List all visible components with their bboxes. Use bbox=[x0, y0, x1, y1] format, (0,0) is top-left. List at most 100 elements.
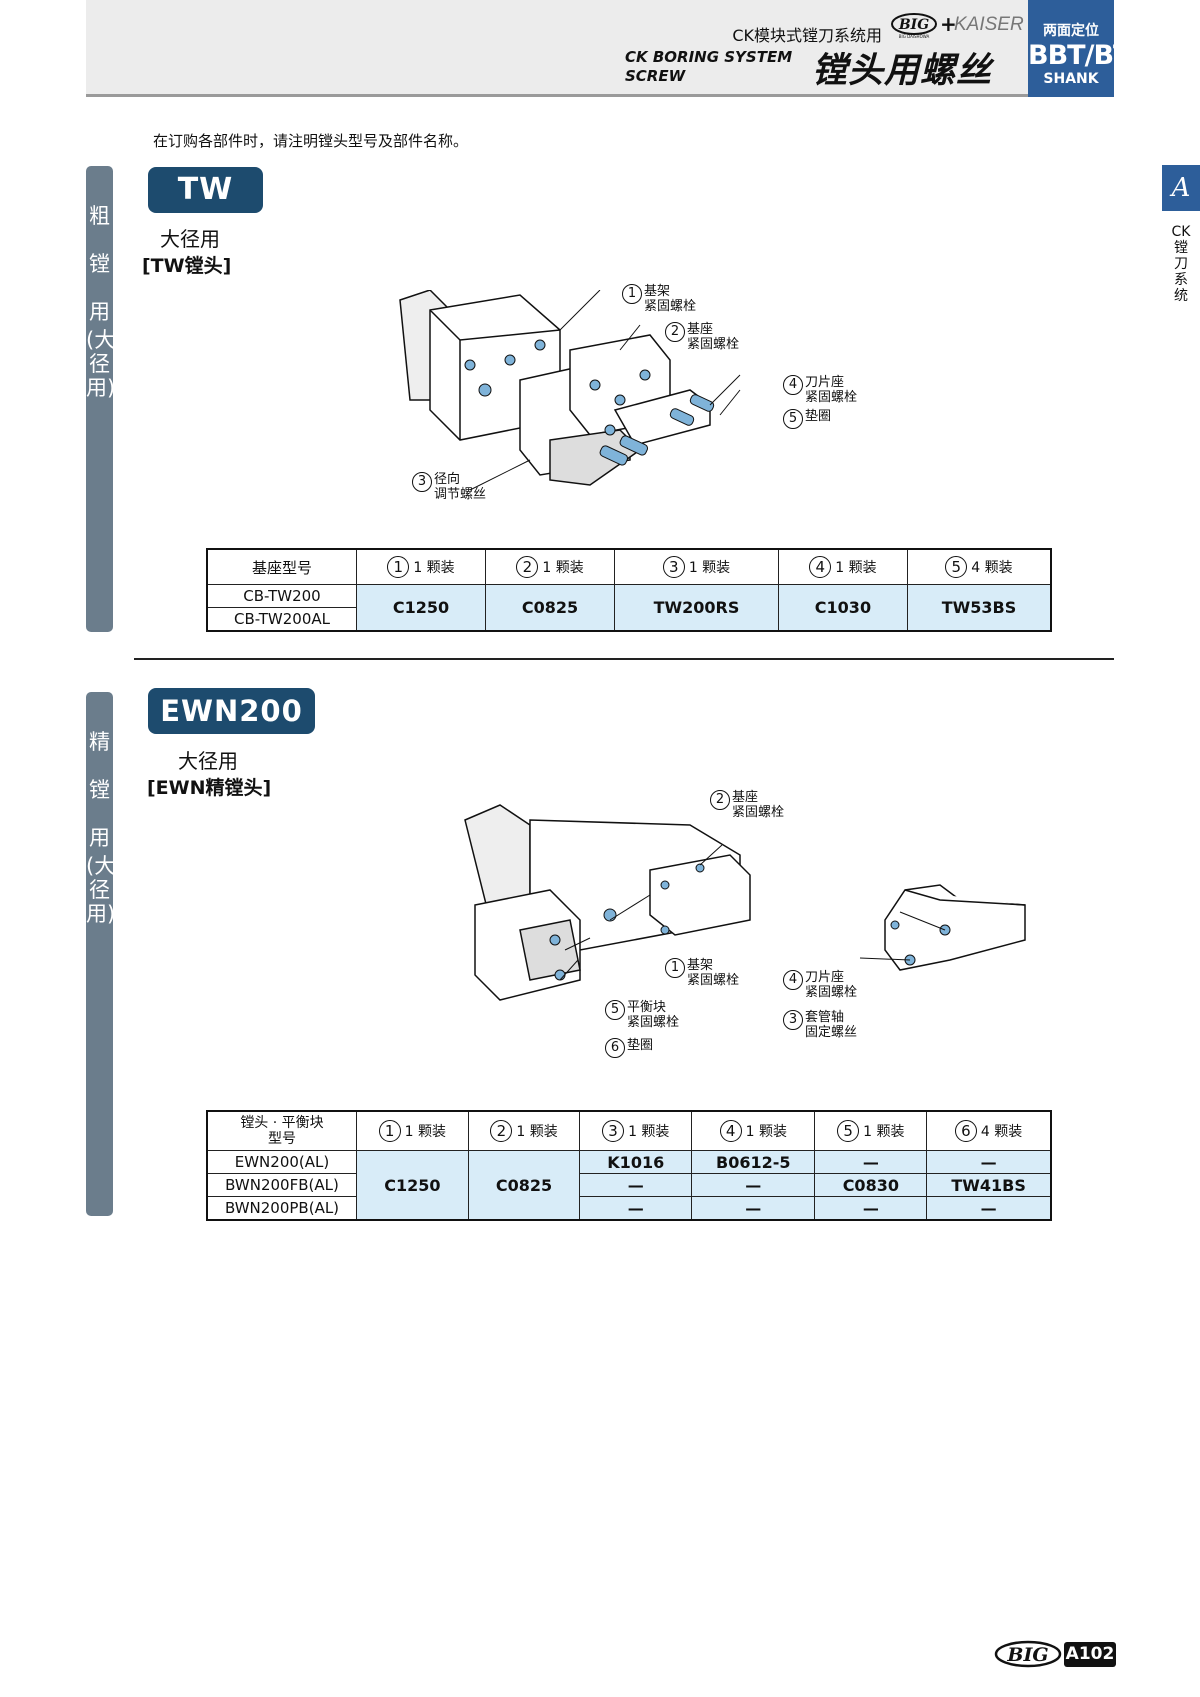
callout-text: 调节螺丝 bbox=[434, 487, 487, 502]
part-qty: 1 颗装 bbox=[516, 1124, 558, 1140]
vlabel-char: (大 bbox=[86, 328, 116, 352]
part-qty: 1 颗装 bbox=[413, 560, 455, 576]
callout-text: 垫圈 bbox=[805, 409, 832, 424]
vlabel-char: 用 bbox=[89, 300, 110, 324]
model-cell: EWN200(AL) bbox=[206, 1150, 357, 1174]
part-cell: K1016 bbox=[579, 1150, 693, 1174]
callout-text: 紧固螺栓 bbox=[644, 299, 697, 314]
big-logo-icon: BIG BIG DAISHOWA bbox=[891, 13, 937, 39]
part-cell: — bbox=[926, 1196, 1052, 1221]
tw-badge: TW bbox=[148, 167, 263, 213]
part-qty: 1 颗装 bbox=[628, 1124, 670, 1140]
logo-plus: + bbox=[940, 12, 957, 36]
big-logo-subtext: BIG DAISHOWA bbox=[899, 34, 930, 39]
table-header-model: 镗头 · 平衡块型号 bbox=[206, 1110, 357, 1151]
shank-badge-line1: 两面定位 bbox=[1043, 23, 1099, 39]
callout-text: 紧固螺栓 bbox=[687, 973, 740, 988]
table-row: BWN200PB(AL) — — — — bbox=[206, 1196, 1052, 1221]
callout-number: 5 bbox=[783, 409, 803, 429]
part-number: 2 bbox=[490, 1120, 513, 1142]
part-cell: C1030 bbox=[777, 584, 908, 632]
callout-text: 紧固螺栓 bbox=[687, 337, 740, 352]
callout-number: 6 bbox=[605, 1038, 625, 1058]
page-title: 镗头用螺丝 bbox=[812, 51, 993, 91]
callout-text: 基座 bbox=[732, 790, 759, 805]
tw-label-head: [TW镗头] bbox=[142, 255, 232, 277]
part-cell: — bbox=[814, 1196, 928, 1221]
tw-label-large-diameter: 大径用 bbox=[160, 227, 220, 251]
big-logo-text: BIG bbox=[898, 17, 929, 33]
header-english-line2: SCREW bbox=[625, 67, 686, 85]
vlabel-char: 镗 bbox=[89, 778, 110, 802]
vlabel-char: 径 bbox=[89, 352, 110, 376]
callout-number: 1 bbox=[665, 958, 685, 978]
vlabel-char: 用) bbox=[86, 902, 116, 926]
table-row: BWN200FB(AL) — — C0830 TW41BS bbox=[206, 1173, 1052, 1197]
callout-number: 4 bbox=[783, 375, 803, 395]
callout-number: 3 bbox=[783, 1010, 803, 1030]
part-number: 2 bbox=[516, 556, 539, 578]
ewn200-badge: EWN200 bbox=[148, 688, 315, 734]
header-subtitle: CK模块式镗刀系统用 bbox=[732, 26, 882, 45]
callout-text: 紧固螺栓 bbox=[805, 390, 858, 405]
vlabel-char: 径 bbox=[89, 878, 110, 902]
part-cell: — bbox=[579, 1173, 693, 1197]
callout-text: 紧固螺栓 bbox=[805, 985, 858, 1000]
callout-text: 刀片座 bbox=[805, 970, 845, 985]
ewn-boring-head-illustration bbox=[464, 804, 1026, 1001]
callout-text: 垫圈 bbox=[627, 1038, 654, 1053]
part-cell: TW41BS bbox=[926, 1173, 1052, 1197]
model-cell: CB-TW200 bbox=[206, 584, 357, 608]
table-header-model: 基座型号 bbox=[206, 548, 357, 585]
part-number: 1 bbox=[378, 1120, 401, 1142]
footer-logo-text: BIG bbox=[1006, 1644, 1048, 1666]
shank-badge-line2: BBT/BT bbox=[1028, 40, 1131, 71]
side-tab-letter[interactable]: A bbox=[1162, 165, 1200, 211]
part-cell: — bbox=[691, 1173, 816, 1197]
part-qty: 1 颗装 bbox=[688, 560, 731, 576]
callout-number: 2 bbox=[665, 322, 685, 342]
header-model-line: 镗头 · 平衡块 bbox=[240, 1115, 324, 1131]
part-cell: C1250 bbox=[355, 584, 487, 632]
model-cell: BWN200PB(AL) bbox=[206, 1196, 357, 1221]
model-cell: CB-TW200AL bbox=[206, 607, 357, 632]
callout-text: 径向 bbox=[434, 472, 461, 487]
footer-big-logo-icon: BIG bbox=[994, 1640, 1062, 1668]
part-cell: — bbox=[691, 1196, 816, 1221]
shank-badge: 两面定位 BBT/BT SHANK bbox=[1028, 0, 1131, 97]
header-rule bbox=[86, 94, 1114, 97]
part-number: 4 bbox=[809, 556, 832, 578]
table-row: CB-TW200AL bbox=[206, 607, 1051, 632]
part-number: 6 bbox=[954, 1120, 977, 1142]
part-cell: TW53BS bbox=[906, 584, 1052, 632]
callout-number: 5 bbox=[605, 1000, 625, 1020]
part-cell: — bbox=[926, 1150, 1052, 1174]
part-cell: B0612-5 bbox=[691, 1150, 816, 1174]
callout-text: 固定螺丝 bbox=[805, 1025, 858, 1040]
side-tab-text: CK镗刀系统 bbox=[1171, 224, 1191, 304]
shank-badge-line3: SHANK bbox=[1043, 71, 1099, 87]
section-divider bbox=[134, 658, 1114, 660]
ewn-label-large-diameter: 大径用 bbox=[178, 749, 238, 773]
callout-number: 4 bbox=[783, 970, 803, 990]
model-cell: BWN200FB(AL) bbox=[206, 1173, 357, 1197]
part-cell: — bbox=[814, 1150, 928, 1174]
part-cell: C1250 bbox=[356, 1150, 469, 1221]
part-qty: 1 颗装 bbox=[745, 1124, 787, 1140]
